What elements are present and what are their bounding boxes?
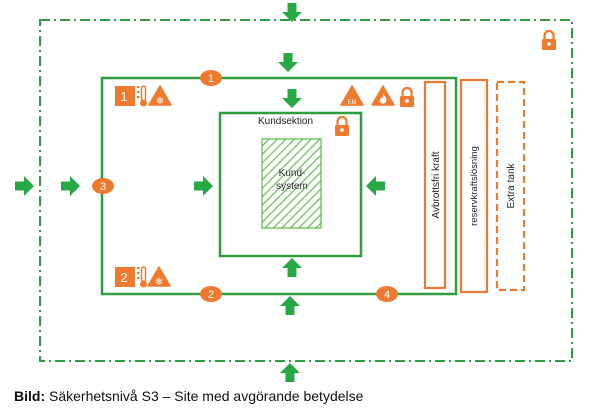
badge-4: 4: [376, 286, 398, 302]
badge-3: 3: [92, 178, 114, 194]
arrow-up-icon: [282, 258, 302, 277]
svg-text:4: 4: [384, 289, 390, 301]
arrow-down-icon: [282, 89, 302, 108]
svg-text:3: 3: [100, 181, 106, 193]
svg-text:EM: EM: [348, 100, 357, 106]
badge-1: 1: [200, 70, 222, 86]
backup-power-label: reservkraftslösning: [469, 146, 480, 226]
extra-tank-label: Extra tank: [506, 162, 517, 208]
caption-text: Säkerhetsnivå S3 – Site med avgörande be…: [45, 388, 364, 404]
customer-system-label-1: Kund-: [279, 168, 306, 179]
room-hazard-icons: EM: [340, 85, 416, 109]
warning-snowflake-icon: ❄: [147, 266, 171, 288]
badge-2: 2: [200, 286, 222, 302]
customer-section-label: Kundsektion: [258, 116, 313, 127]
site-perimeter: [39, 19, 573, 362]
warning-flame-icon: [371, 85, 395, 106]
extra-tank-box: [495, 80, 526, 292]
arrow-right-icon: [194, 176, 213, 196]
caption-bold: Bild:: [14, 388, 46, 404]
svg-text:2: 2: [208, 289, 214, 301]
arrow-left-icon: [366, 176, 385, 196]
ups-label: Avbrottsfri kraft: [431, 151, 442, 218]
security-level-diagram: Kund- system Kundsektion Avbrottsfri kra…: [15, 3, 573, 382]
svg-text:1: 1: [120, 89, 127, 104]
lock-icon: [540, 29, 558, 52]
svg-text:1: 1: [208, 73, 214, 85]
arrow-up-icon: [280, 296, 300, 315]
arrow-down-icon: [278, 53, 298, 72]
figure-caption: Bild: Säkerhetsnivå S3 – Site med avgöra…: [14, 388, 594, 404]
svg-text:2: 2: [120, 270, 127, 285]
svg-text:❄: ❄: [156, 96, 164, 107]
svg-text:❄: ❄: [155, 277, 163, 288]
thermometer-icon: [137, 266, 147, 288]
zone-1-icons: 1 ❄: [115, 85, 172, 107]
lock-icon: [398, 86, 416, 109]
arrow-up-icon: [280, 363, 300, 382]
arrow-right-icon: [15, 176, 34, 196]
warning-em-icon: EM: [340, 85, 364, 106]
customer-system-box: [261, 138, 322, 229]
warning-snowflake-icon: ❄: [148, 85, 172, 107]
thermometer-icon: [137, 85, 147, 107]
zone-2-icons: 2 ❄: [115, 266, 171, 288]
ups-box: [423, 80, 447, 290]
customer-system-label-2: system: [276, 181, 308, 192]
backup-power-box: [459, 78, 489, 294]
customer-section-boundary: [218, 111, 363, 258]
lock-icon: [333, 115, 351, 138]
arrow-right-icon: [61, 176, 80, 196]
